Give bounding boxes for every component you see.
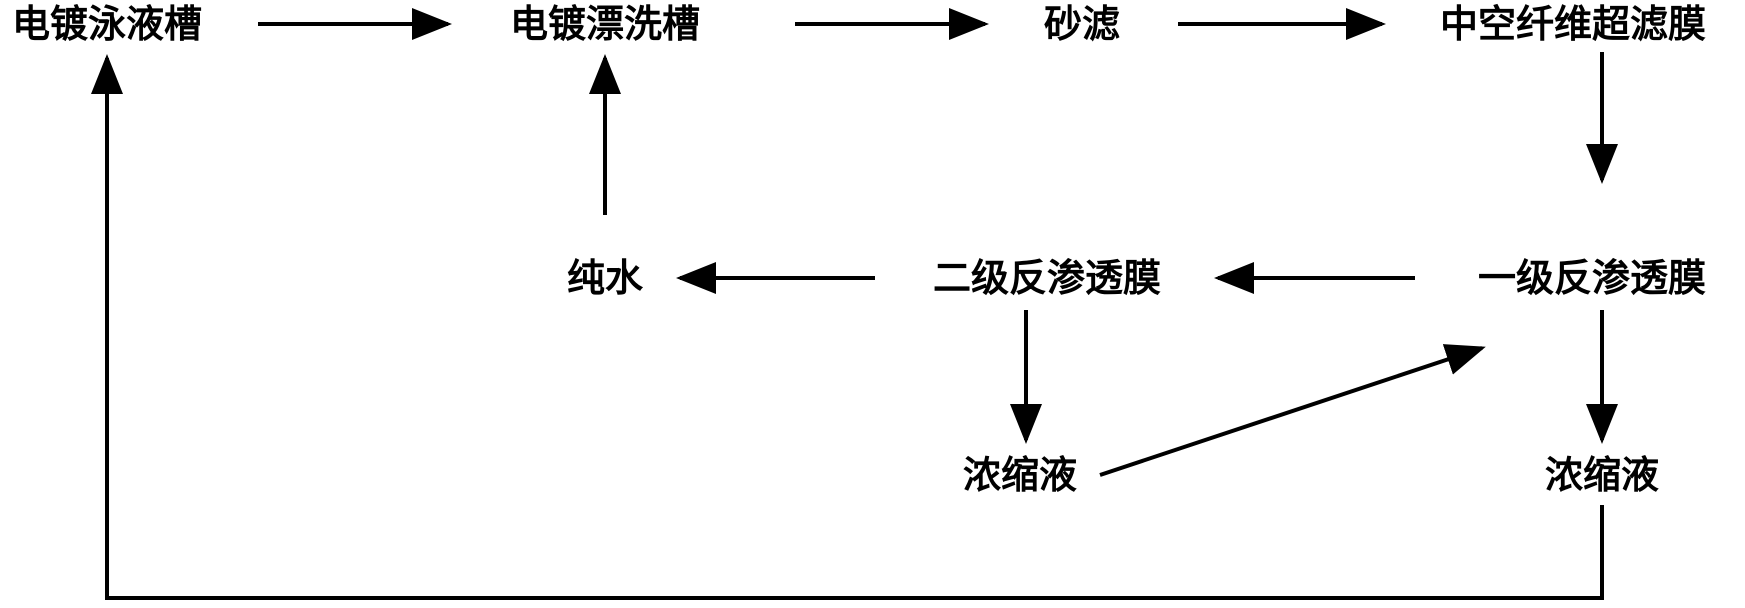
node-pure-water: 纯水	[567, 256, 644, 300]
node-sand-filter: 砂滤	[1044, 2, 1120, 46]
arrow-concentrate-return-to-plating-bath	[91, 54, 1604, 600]
node-ro-stage1: 一级反渗透膜	[1478, 256, 1706, 300]
node-ro-stage2: 二级反渗透膜	[933, 256, 1161, 300]
arrow-concentrate-to-ro-stage1	[1099, 344, 1486, 477]
node-plating-bath: 电镀泳液槽	[12, 2, 202, 46]
node-uf-membrane: 中空纤维超滤膜	[1440, 2, 1706, 46]
node-concentrate-stage1: 浓缩液	[1545, 453, 1659, 497]
node-concentrate-stage2: 浓缩液	[963, 453, 1077, 497]
node-rinse-tank: 电镀漂洗槽	[510, 2, 700, 46]
